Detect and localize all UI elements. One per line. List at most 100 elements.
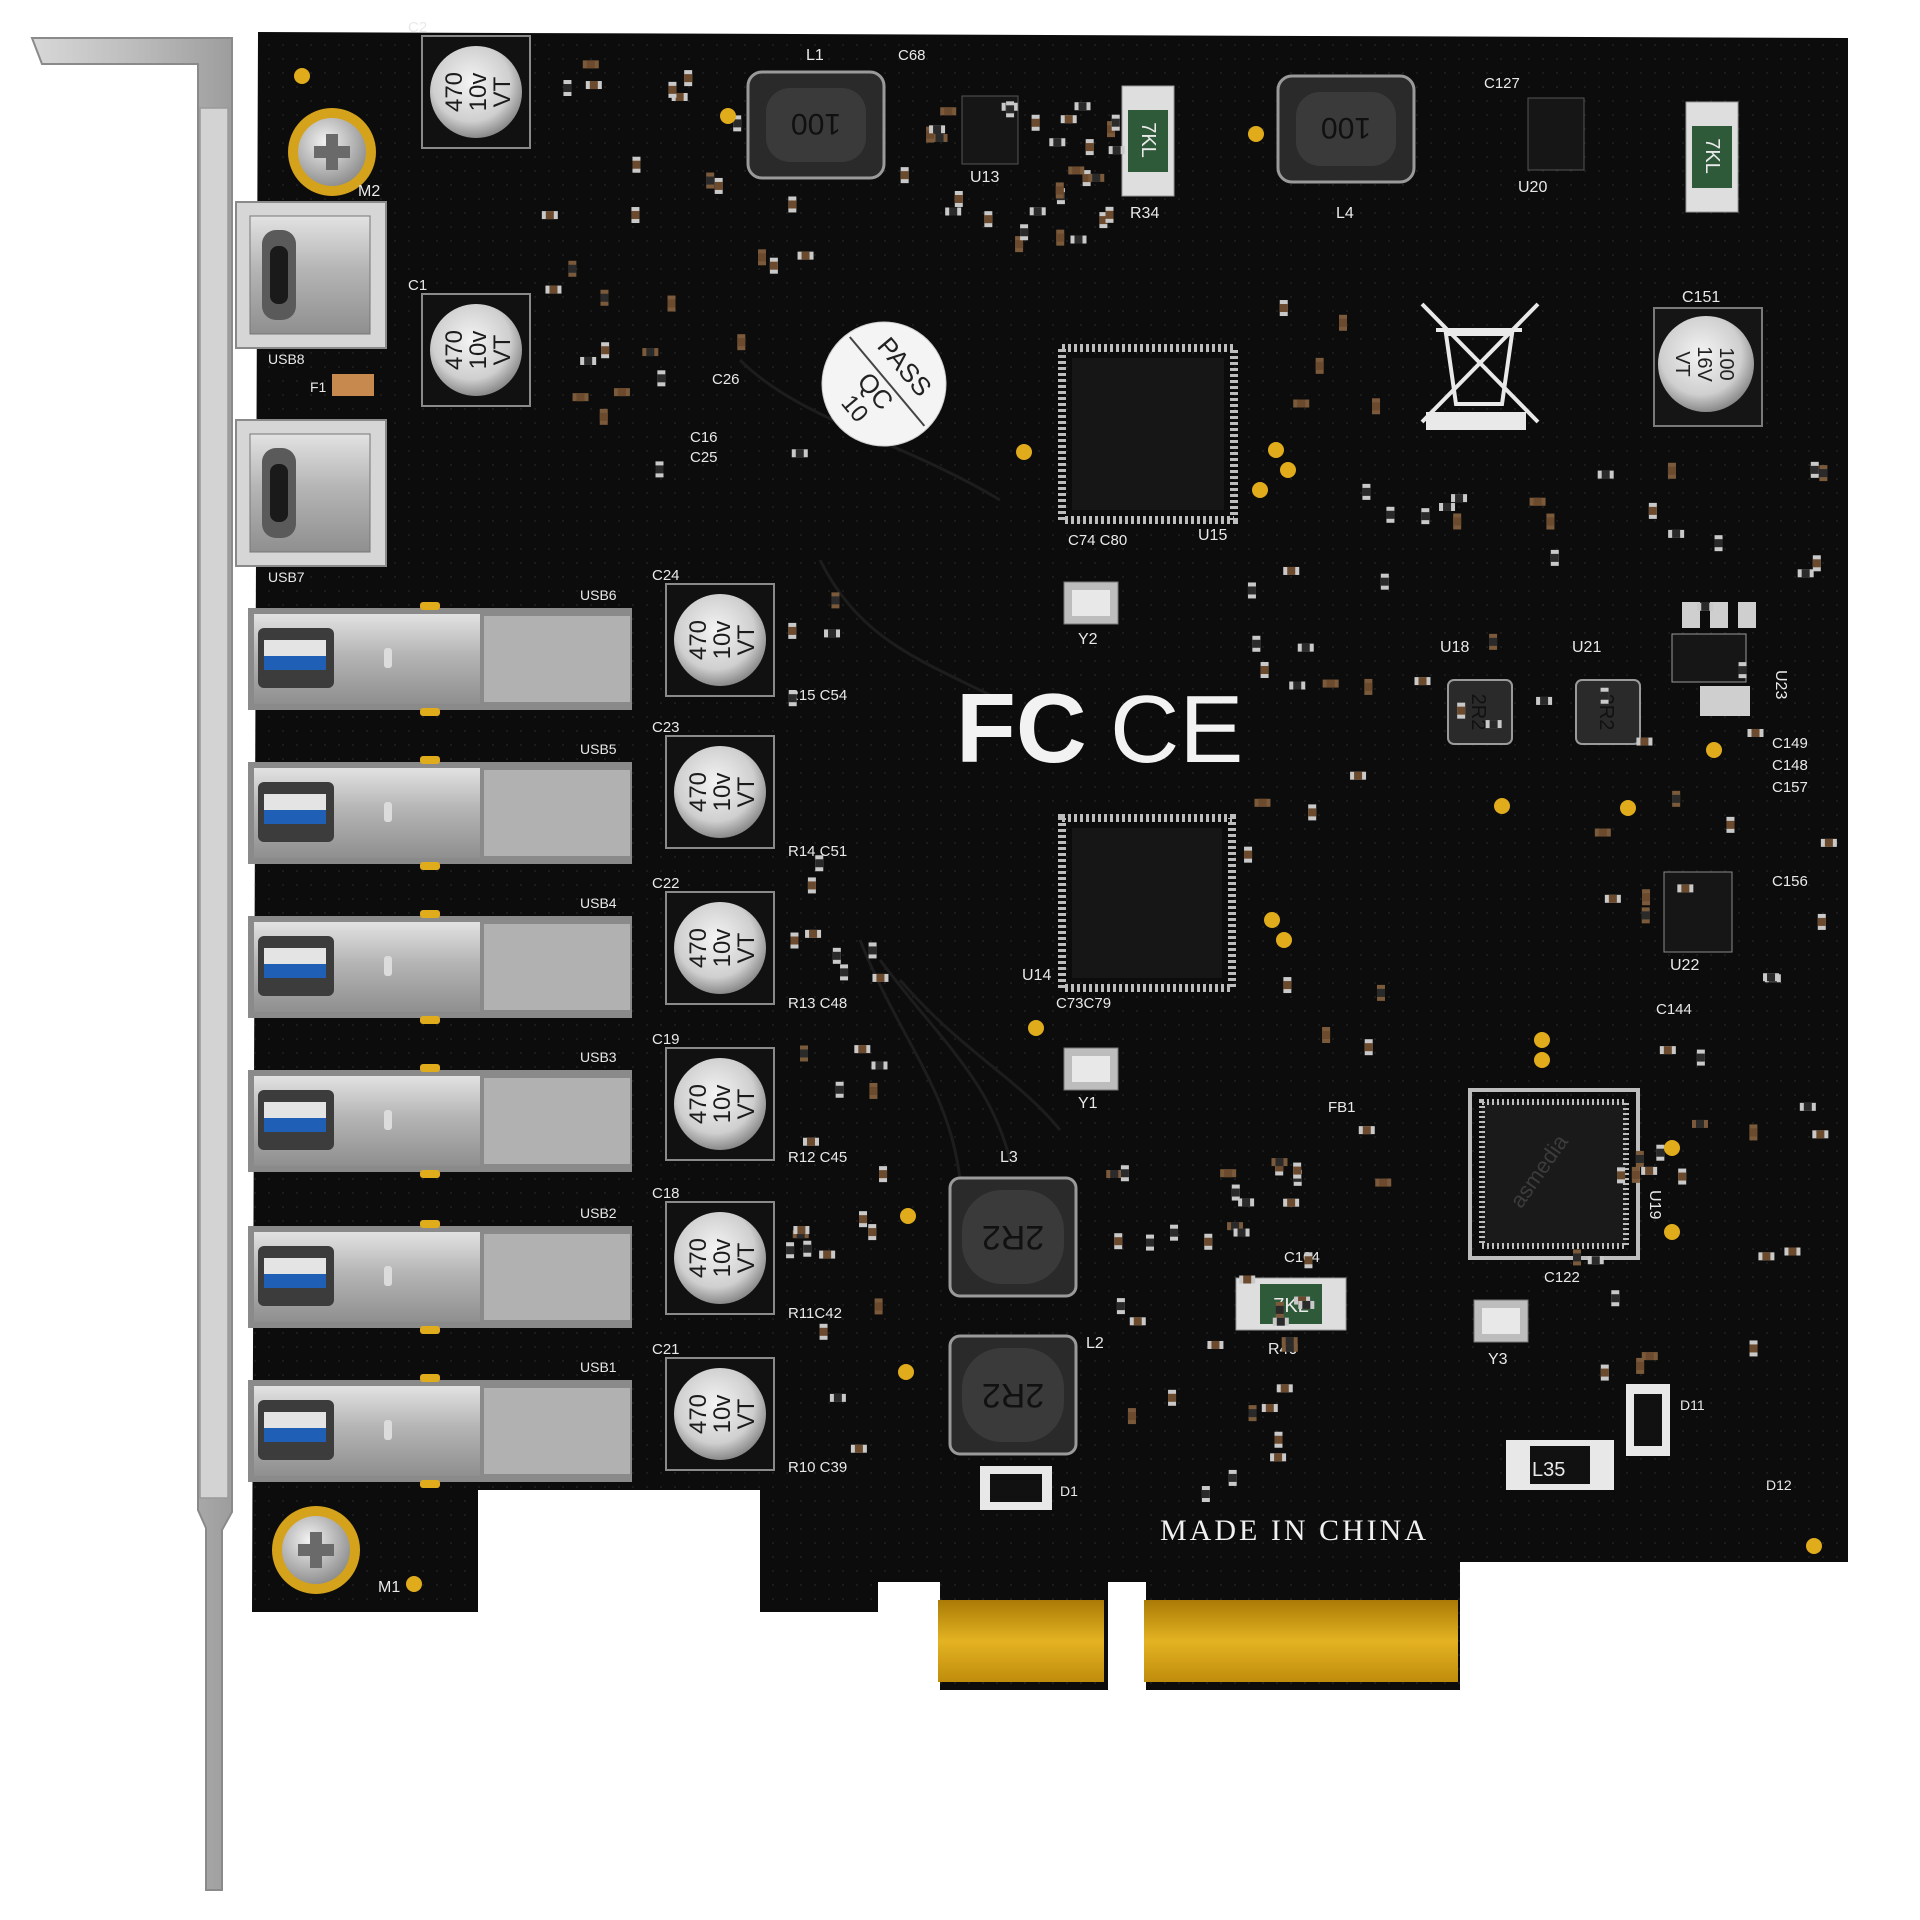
usb-a-port[interactable]: USB5 [248, 741, 632, 870]
smd-part [940, 107, 957, 116]
cap-voltage: 10v [709, 1239, 736, 1278]
ref-label: C16 [690, 429, 718, 446]
ic-u20: U20 [1518, 97, 1585, 196]
smd-part [613, 388, 630, 397]
smd-part [600, 289, 609, 306]
usb-a-port[interactable]: USB6 [248, 587, 632, 716]
smd-part [1668, 529, 1685, 538]
smd-part [805, 929, 822, 938]
test-point [1664, 1140, 1680, 1156]
smd-part [1819, 465, 1828, 482]
smd-part [1536, 696, 1553, 705]
ic-u23: U23 [1671, 602, 1789, 716]
fuse-f1 [332, 374, 374, 396]
ref-label: R13 C48 [788, 995, 847, 1012]
ic-ref: U14 [1022, 967, 1051, 984]
ref-label: R10 C39 [788, 1459, 847, 1476]
smd-part [954, 190, 963, 207]
smd-part [1358, 1126, 1375, 1135]
smd-part [854, 1045, 871, 1054]
smd-part [1228, 1469, 1237, 1486]
smd-part [1414, 677, 1431, 686]
inductor-marking: 2R2 [1595, 694, 1617, 731]
smd-part [819, 1250, 836, 1259]
ref-label: C25 [690, 449, 718, 466]
usb-a-port[interactable]: USB2 [248, 1205, 632, 1334]
smd-part [1763, 973, 1780, 982]
smd-part [572, 393, 589, 402]
ic-ref: U23 [1772, 670, 1789, 699]
cap-ref: C24 [652, 567, 680, 584]
smd-part [541, 211, 558, 220]
cap-series: VT [733, 1088, 760, 1119]
cap-voltage: 10v [709, 929, 736, 968]
inductor-marking: 100 [791, 107, 841, 140]
smd-part [1322, 1027, 1331, 1044]
cap-ref: C151 [1682, 289, 1720, 306]
smd-part [1350, 771, 1367, 780]
ref-label: C104 [1284, 1249, 1320, 1266]
ref-label: C144 [1656, 1001, 1692, 1018]
crystal-ref: Y2 [1078, 631, 1098, 648]
smd-part [667, 295, 676, 312]
pcb-board [252, 32, 1848, 1690]
smd-part [1201, 1486, 1210, 1503]
inductor-l6: 2R2 [1575, 679, 1641, 745]
smd-part [632, 156, 641, 173]
smd-part [668, 81, 677, 98]
smd-part [1376, 984, 1385, 1001]
smd-part [1550, 549, 1559, 566]
smd-part [769, 257, 778, 274]
d1-label: D1 [1060, 1483, 1078, 1499]
smd-part [1587, 1256, 1604, 1265]
qc-pass-sticker: PASS QC 10 [821, 321, 947, 447]
test-point [898, 1364, 914, 1380]
smd-part [1056, 229, 1065, 246]
smd-part [1747, 728, 1764, 737]
test-point [1276, 932, 1292, 948]
smd-part [733, 115, 742, 132]
usb-c-port[interactable]: USB8 [235, 201, 387, 367]
inductor-l2: 2R2 L2 [948, 1334, 1104, 1456]
cap-value: 470 [441, 330, 468, 370]
smd-part [601, 342, 610, 359]
smd-part [1573, 1249, 1582, 1266]
smd-part [1204, 1233, 1213, 1250]
smd-part [1293, 1162, 1302, 1179]
smd-part [984, 211, 993, 228]
smd-part [1233, 1228, 1250, 1237]
smd-part [585, 81, 602, 90]
smd-part [1677, 884, 1694, 893]
smd-part [1129, 1317, 1146, 1326]
smd-part [1375, 1178, 1392, 1187]
ic-ref: U20 [1518, 179, 1547, 196]
usb-a-port[interactable]: USB3 [248, 1049, 632, 1178]
smd-components [541, 60, 1837, 1554]
ic-u22: U22 [1663, 871, 1733, 974]
test-point [900, 1208, 916, 1224]
diode-d1: D1 [980, 1466, 1078, 1510]
cap-series: VT [733, 1398, 760, 1429]
cap-value: 470 [685, 928, 712, 968]
smd-part [1298, 1300, 1315, 1309]
smd-part [1238, 1198, 1255, 1207]
test-point [1706, 742, 1722, 758]
inductor-marking: 2R2 [982, 1376, 1044, 1414]
smd-part [1308, 804, 1317, 821]
cap-series: VT [733, 776, 760, 807]
usb-a-port[interactable]: USB1 [248, 1359, 632, 1488]
smd-part [1597, 470, 1614, 479]
cap-voltage: 10v [709, 773, 736, 812]
test-point [1028, 1020, 1044, 1036]
smd-part [1810, 461, 1819, 478]
smd-part [1274, 1431, 1283, 1448]
smd-part [580, 356, 597, 365]
crystal-ref: Y1 [1078, 1095, 1098, 1112]
usb-a-port[interactable]: USB4 [248, 895, 632, 1024]
usb-c-port[interactable]: USB7 [235, 419, 387, 585]
smd-part [1421, 508, 1430, 525]
cap-voltage: 10v [709, 621, 736, 660]
